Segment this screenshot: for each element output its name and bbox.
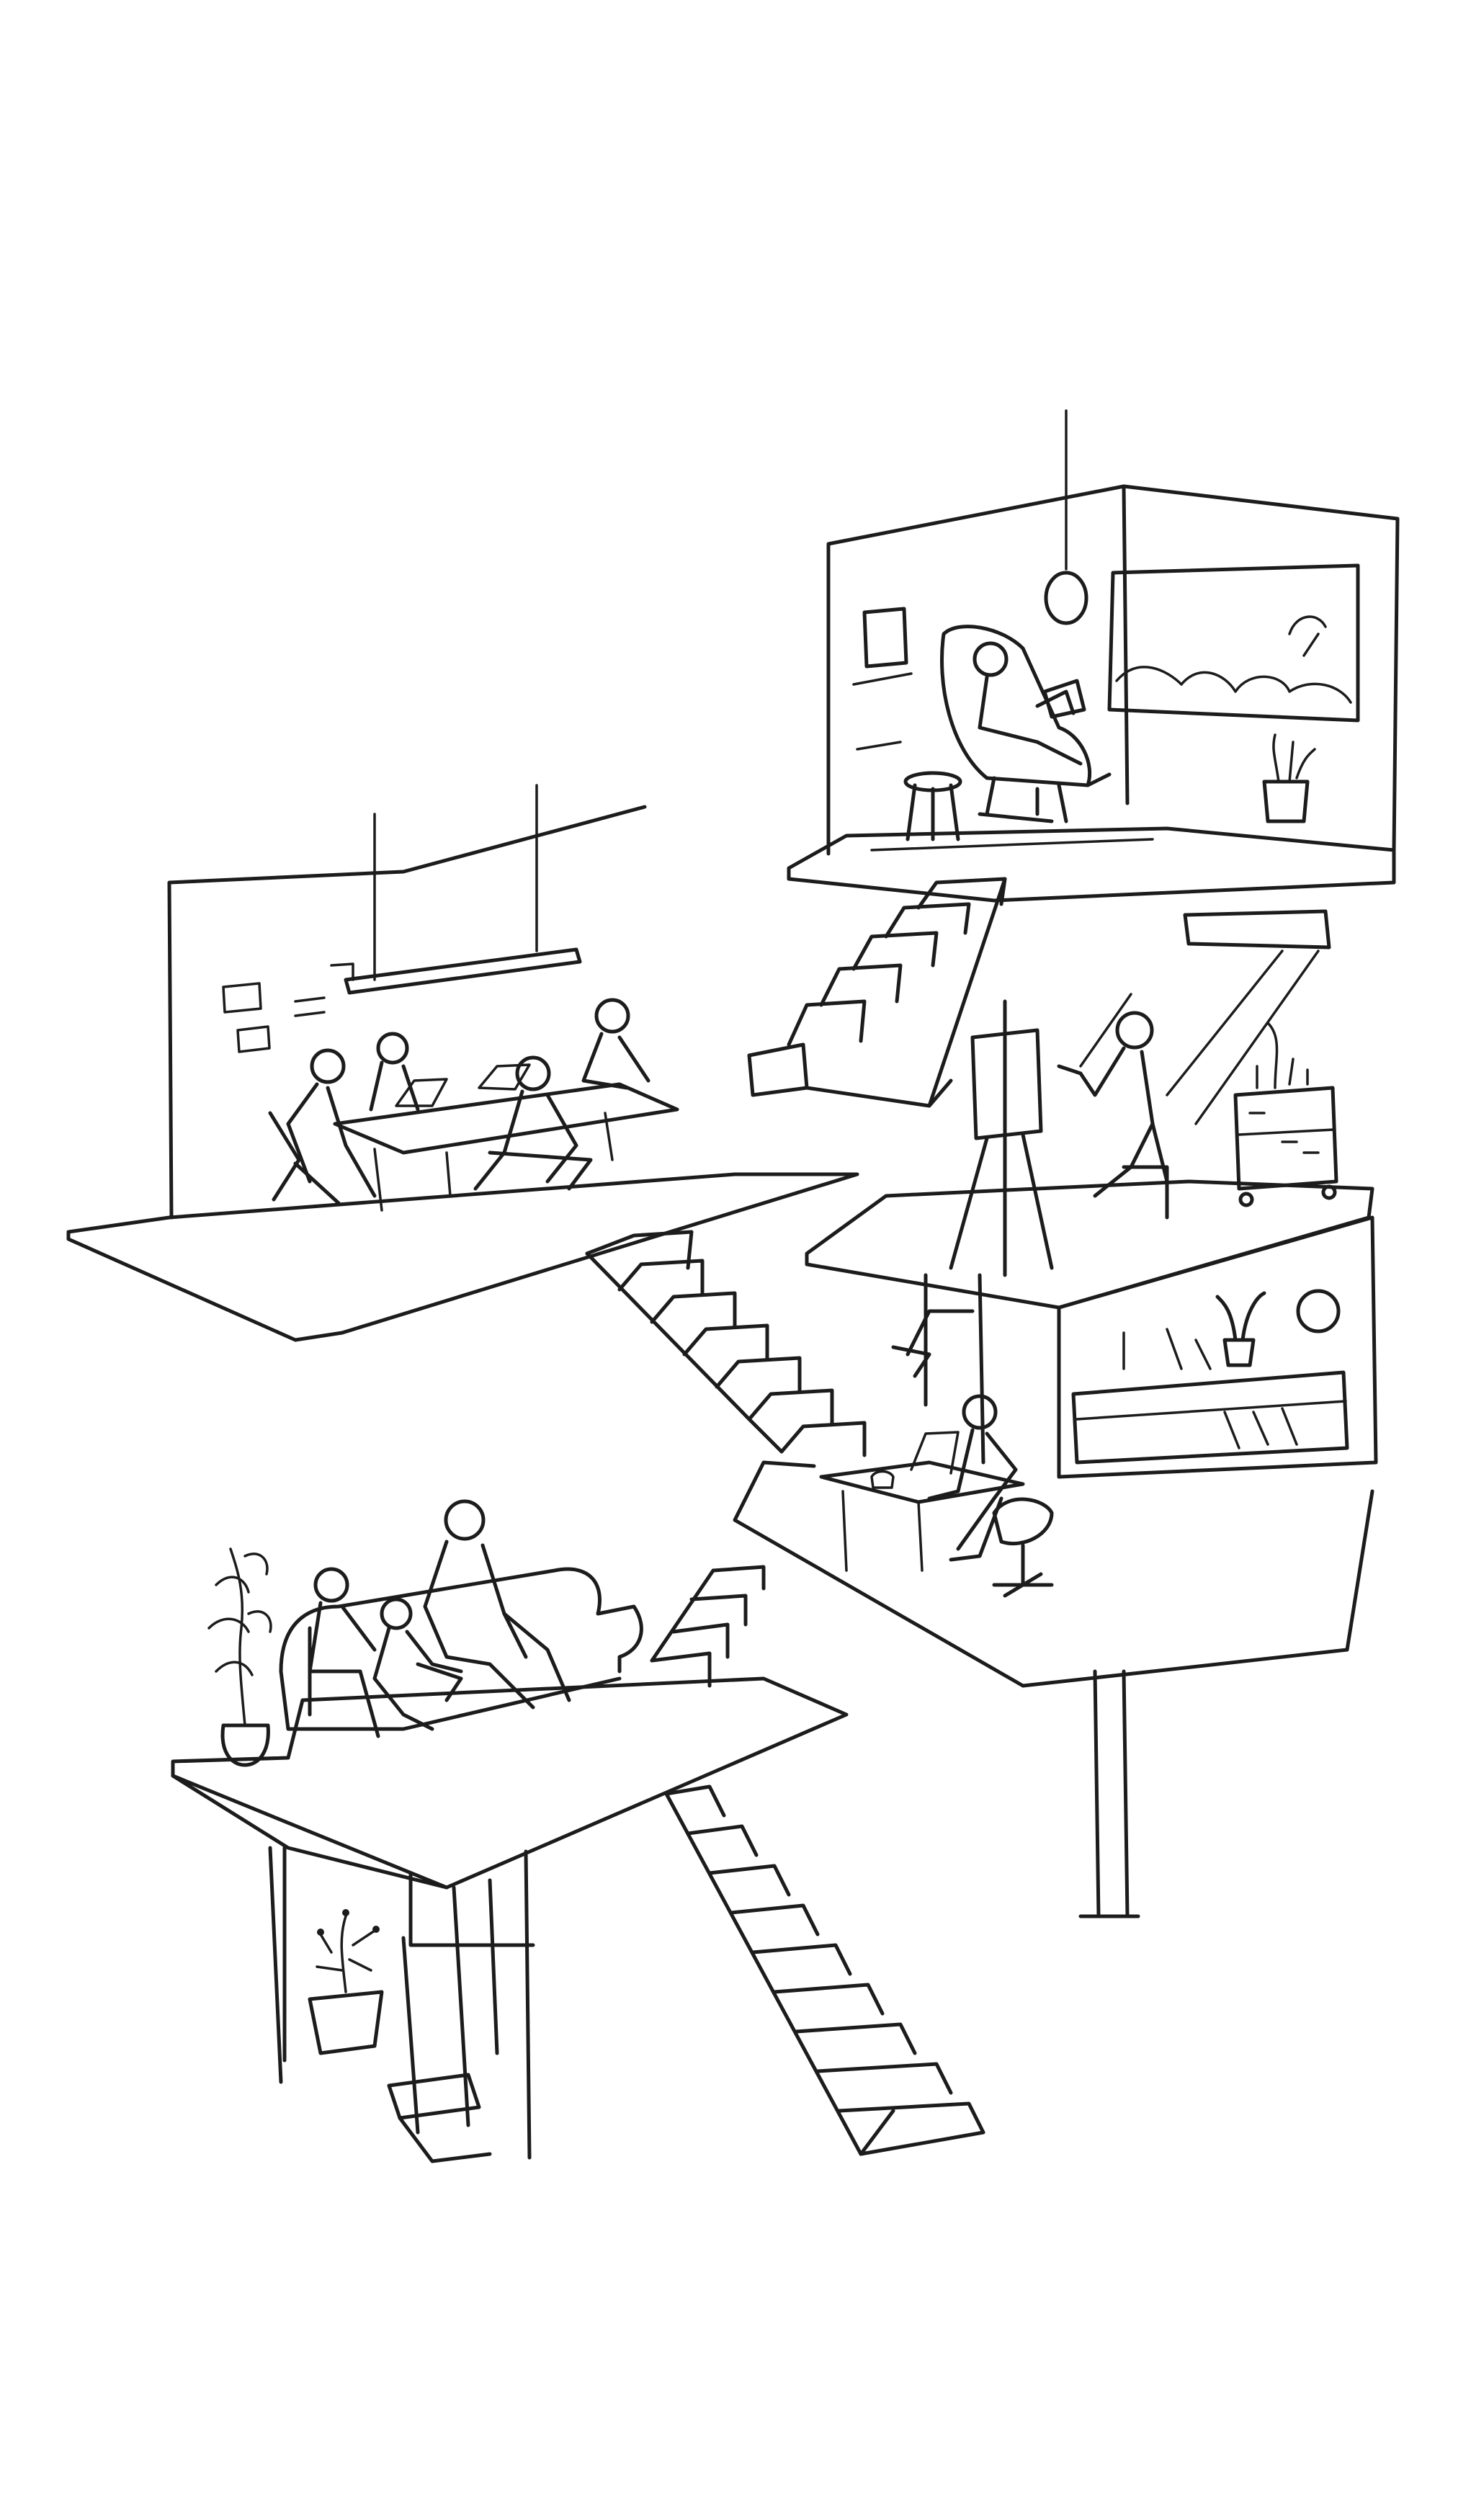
tall-plant	[207, 1547, 272, 1767]
stairs-bottom	[664, 1784, 985, 2156]
stool	[903, 771, 962, 841]
office-chair	[992, 1497, 1054, 1598]
reading-figure	[940, 625, 1112, 823]
office-desk	[819, 1460, 1025, 1504]
desk-lamp	[891, 1309, 975, 1378]
loft-plant	[1262, 733, 1316, 823]
pendant-lamp	[1044, 409, 1088, 625]
skylight	[1183, 909, 1331, 950]
meeting-people	[268, 998, 650, 1205]
sofa-people	[308, 1499, 571, 1738]
small-tree-pot	[308, 1909, 384, 2055]
stairs-upper	[747, 877, 1007, 1108]
ground-level-entry	[268, 1846, 492, 2163]
stairs-lower-upper	[650, 1565, 766, 1688]
painting-studio	[805, 909, 1374, 1310]
stairs-middle	[585, 1230, 867, 1457]
sofa	[279, 1567, 643, 1731]
painter-figure	[1057, 1011, 1169, 1220]
shelf-plant	[1215, 1291, 1266, 1367]
rolling-cart	[1233, 1086, 1338, 1207]
meeting-table	[333, 1082, 679, 1155]
entry-step	[387, 2073, 481, 2120]
loft-window	[1107, 563, 1360, 723]
bookshelf	[1071, 1328, 1349, 1465]
meeting-room	[66, 784, 859, 1342]
reading-loft	[787, 409, 1400, 903]
small-window	[862, 607, 908, 669]
wall-clock	[1296, 1289, 1341, 1333]
easel	[949, 999, 1054, 1277]
laptops	[395, 1063, 531, 1107]
open-book	[1042, 679, 1086, 719]
linear-pendant	[344, 784, 582, 995]
living-room-sofa	[171, 1499, 849, 2160]
wall-notes	[222, 962, 354, 1053]
home-office	[733, 1215, 1378, 1918]
